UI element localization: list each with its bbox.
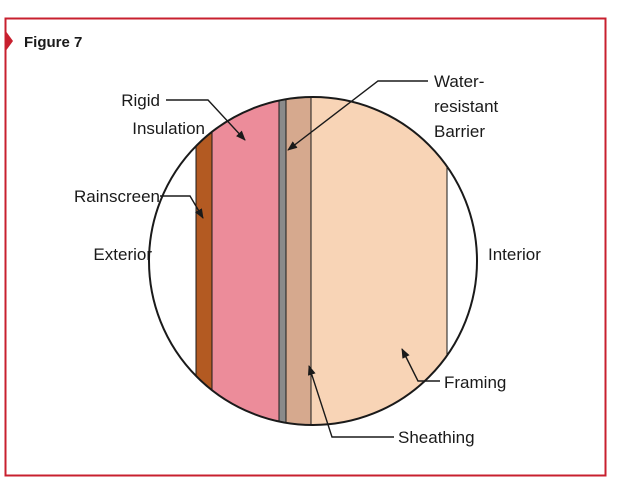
wall-layers bbox=[149, 97, 477, 425]
framing-layer bbox=[311, 97, 447, 425]
interior-label: Interior bbox=[488, 245, 541, 264]
rigid-insulation-label-line2: Insulation bbox=[132, 119, 205, 138]
rigid-insulation-leader bbox=[166, 99, 246, 141]
water-resistant-barrier-leader bbox=[287, 80, 428, 151]
rainscreen-leader bbox=[160, 195, 204, 219]
framing-leader bbox=[401, 348, 440, 382]
figure-border bbox=[4, 17, 607, 477]
water-resistant-barrier-layer bbox=[279, 97, 286, 425]
sheathing-label: Sheathing bbox=[398, 428, 475, 447]
sheathing-leader bbox=[307, 365, 394, 438]
exterior-label: Exterior bbox=[93, 245, 152, 264]
figure-tag-marker bbox=[5, 30, 13, 52]
rainscreen-layer bbox=[196, 97, 212, 425]
water-resistant-barrier-label-line3: Barrier bbox=[434, 122, 485, 141]
rainscreen-label: Rainscreen bbox=[74, 187, 160, 206]
water-resistant-barrier-label-line1: Water- bbox=[434, 72, 484, 91]
figure-label: Figure 7 bbox=[24, 34, 82, 51]
water-resistant-barrier-label-line2: resistant bbox=[434, 97, 499, 116]
rigid-insulation-layer bbox=[212, 97, 279, 425]
rigid-insulation-label-line1: Rigid bbox=[121, 91, 160, 110]
section-circle-outline bbox=[148, 96, 478, 426]
framing-label: Framing bbox=[444, 373, 506, 392]
sheathing-layer bbox=[286, 97, 311, 425]
